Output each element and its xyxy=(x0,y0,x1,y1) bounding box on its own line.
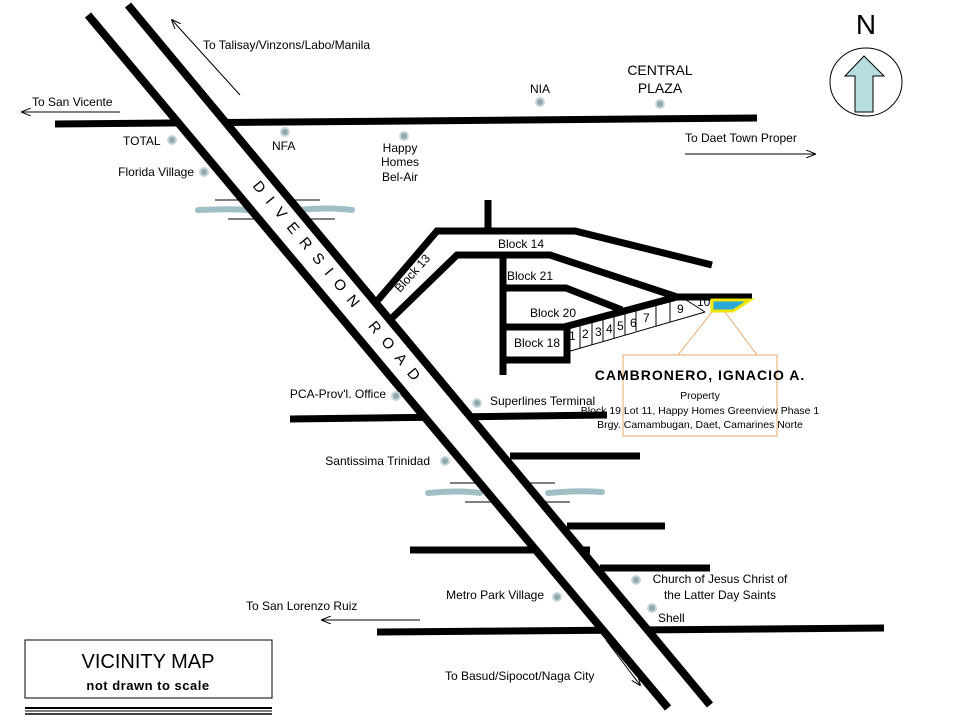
lot-label: 10 xyxy=(697,295,711,309)
landmark-dot-icon xyxy=(399,131,409,141)
north-label: N xyxy=(856,9,876,40)
landmark-florida-village: Florida Village xyxy=(118,165,194,179)
directions: To Talisay/Vinzons/Labo/Manila To San Vi… xyxy=(22,20,815,685)
landmark-dot-icon xyxy=(552,592,562,602)
top-road xyxy=(54,114,758,128)
lot-label: 7 xyxy=(643,311,650,325)
landmark-santissima: Santissima Trinidad xyxy=(325,454,430,468)
direction-talisay: To Talisay/Vinzons/Labo/Manila xyxy=(203,38,370,52)
landmark-central-plaza: CENTRAL xyxy=(627,62,693,78)
landmark-central-plaza: PLAZA xyxy=(638,80,683,96)
lot-label: 5 xyxy=(617,319,624,333)
landmark-metro-park: Metro Park Village xyxy=(446,588,544,602)
diversion-road: DIVERSION ROAD xyxy=(84,2,714,711)
lot-label: 3 xyxy=(595,325,602,339)
lot-label: 2 xyxy=(582,327,589,341)
map-legend: VICINITY MAP not drawn to scale xyxy=(24,639,273,715)
landmark-dot-icon xyxy=(440,456,450,466)
landmark-nfa: NFA xyxy=(272,139,295,153)
legend-title: VICINITY MAP xyxy=(82,651,215,673)
arrow-icon xyxy=(605,639,640,685)
landmark-dot-icon xyxy=(655,99,665,109)
landmark-happy-homes: Happy xyxy=(383,141,418,155)
direction-basud: To Basud/Sipocot/Naga City xyxy=(445,669,594,683)
landmark-superlines: Superlines Terminal xyxy=(490,394,595,408)
block-20-label: Block 20 xyxy=(530,306,576,320)
arrow-icon xyxy=(172,20,241,96)
lot-label: 4 xyxy=(606,322,613,336)
property-address-line1: Block 19 Lot 11, Happy Homes Greenview P… xyxy=(581,405,820,417)
landmark-church: Church of Jesus Christ of xyxy=(653,572,788,586)
landmark-pca: PCA-Prov'l. Office xyxy=(290,387,386,401)
property-address-line2: Brgy. Camambugan, Daet, Camarines Norte xyxy=(597,419,803,431)
landmark-shell: Shell xyxy=(658,611,685,625)
landmark-happy-homes: Bel-Air xyxy=(382,170,418,184)
subdivision-roads xyxy=(375,200,752,375)
landmark-dot-icon xyxy=(199,167,209,177)
property-type: Property xyxy=(680,390,720,402)
property-callout: CAMBRONERO, IGNACIO A. Property Block 19… xyxy=(581,311,820,437)
landmark-dot-icon xyxy=(535,97,545,107)
landmark-dot-icon xyxy=(167,135,177,145)
block-21-label: Block 21 xyxy=(507,269,553,283)
block-18-label: Block 18 xyxy=(514,336,560,350)
landmark-nia: NIA xyxy=(530,82,550,96)
landmark-dot-icon xyxy=(472,398,482,408)
landmark-dot-icon xyxy=(647,603,657,613)
legend-subtitle: not drawn to scale xyxy=(86,678,209,693)
landmark-dot-icon xyxy=(280,127,290,137)
landmark-church: the Latter Day Saints xyxy=(664,588,776,602)
lot-label: 1 xyxy=(569,329,576,343)
north-arrow-icon xyxy=(843,55,886,113)
block-14-label: Block 14 xyxy=(498,237,544,251)
lot-label: 6 xyxy=(630,316,637,330)
landmark-happy-homes: Homes xyxy=(381,155,419,169)
direction-san-lorenzo: To San Lorenzo Ruiz xyxy=(246,599,357,613)
landmark-total: TOTAL xyxy=(123,134,161,148)
lot-label: 9 xyxy=(677,302,684,316)
landmark-dot-icon xyxy=(631,575,641,585)
landmark-dot-icon xyxy=(391,391,401,401)
landmarks: TOTAL NFA Happy Homes Bel-Air NIA CENTRA… xyxy=(118,62,788,625)
direction-san-vicente: To San Vicente xyxy=(32,95,113,109)
north-arrow: N xyxy=(829,9,903,117)
property-marker[interactable] xyxy=(710,298,756,313)
direction-daet: To Daet Town Proper xyxy=(685,131,797,145)
owner-name: CAMBRONERO, IGNACIO A. xyxy=(595,367,805,383)
